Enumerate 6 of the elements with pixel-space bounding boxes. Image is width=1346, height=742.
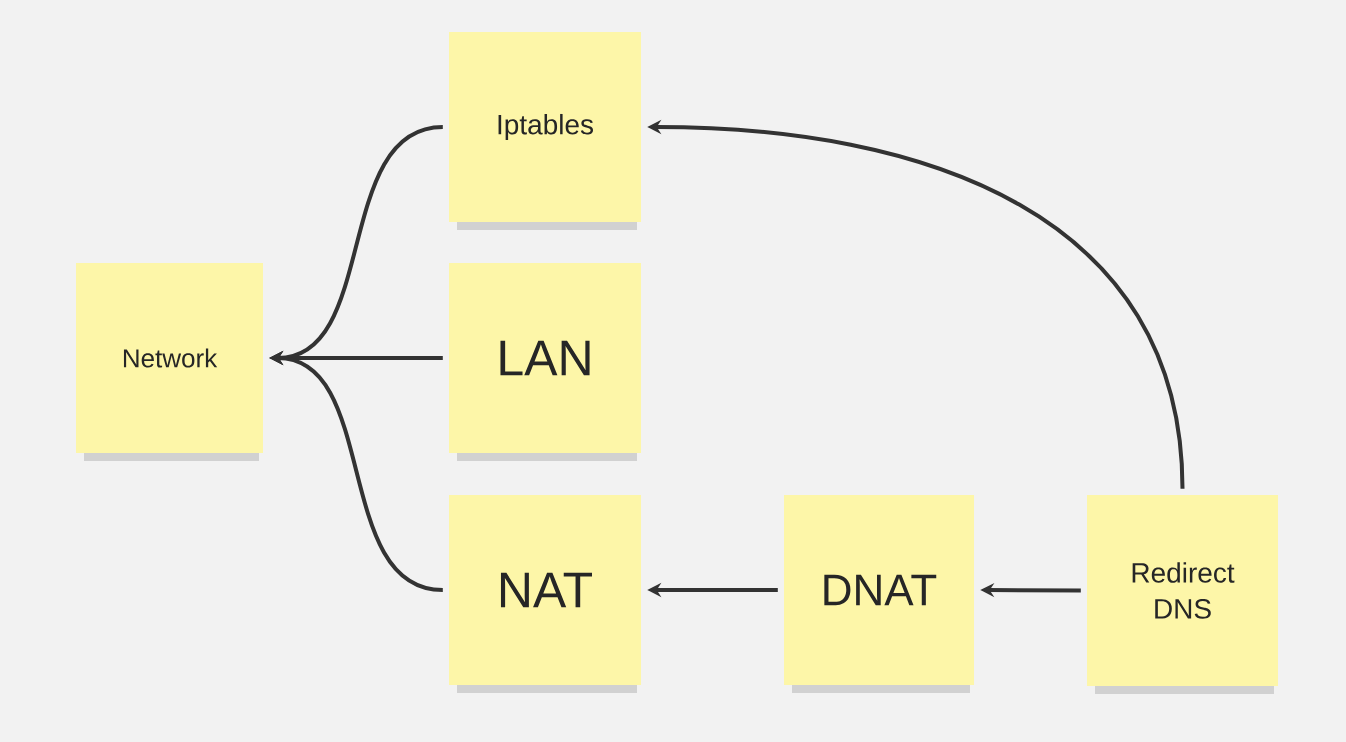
sticky-note: Iptables — [449, 32, 641, 230]
sticky-note: NAT — [449, 495, 641, 693]
sticky-note: Redirect DNS — [1087, 495, 1278, 694]
sticky-note: Network — [76, 263, 263, 461]
sticky-note: DNAT — [784, 495, 974, 693]
sticky-note: LAN — [449, 263, 641, 461]
